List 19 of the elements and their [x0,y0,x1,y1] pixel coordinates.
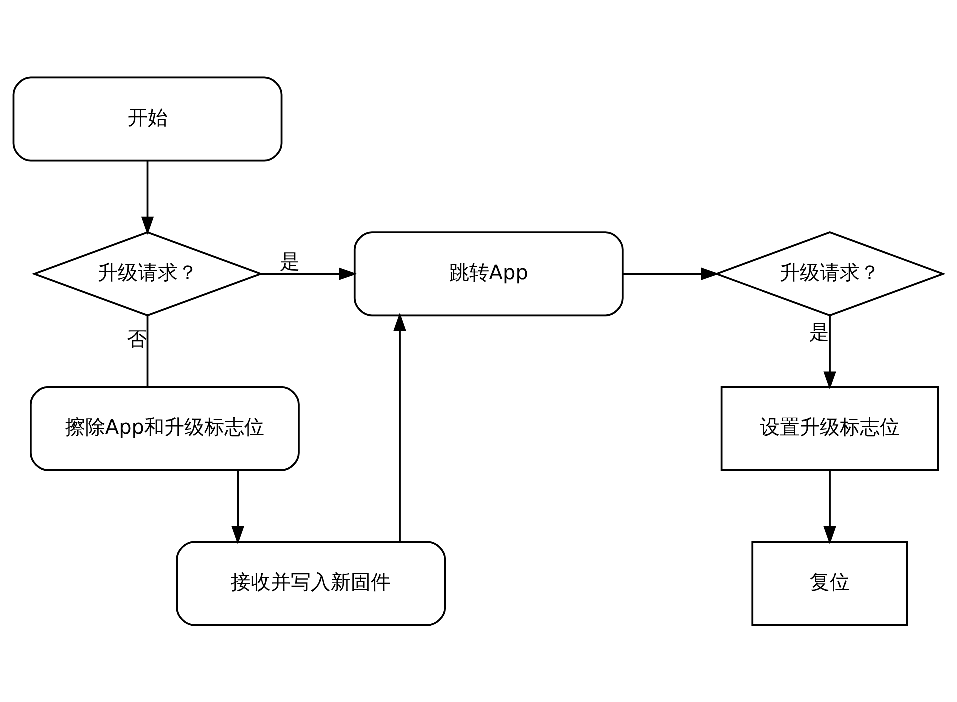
arrow [261,267,358,280]
edge-label: 是 [280,249,300,274]
node-box: 跳转App [354,231,624,316]
node-diamond: 升级请求？ [714,231,946,316]
arrow [623,267,720,280]
arrow [824,316,836,390]
node-box: 擦除App和升级标志位 [30,386,300,471]
arrow [141,160,154,234]
node-box: 复位 [752,540,908,626]
edge-label: 是 [809,319,830,344]
connector [146,316,149,386]
node-diamond: 升级请求？ [32,231,264,316]
node-box: 接收并写入新固件 [176,540,446,626]
node-box: 设置升级标志位 [720,386,940,471]
edge-label: 否 [127,326,148,351]
arrow [232,470,244,544]
arrow [824,470,836,544]
node-box: 开始 [12,76,283,162]
arrow [394,312,406,542]
